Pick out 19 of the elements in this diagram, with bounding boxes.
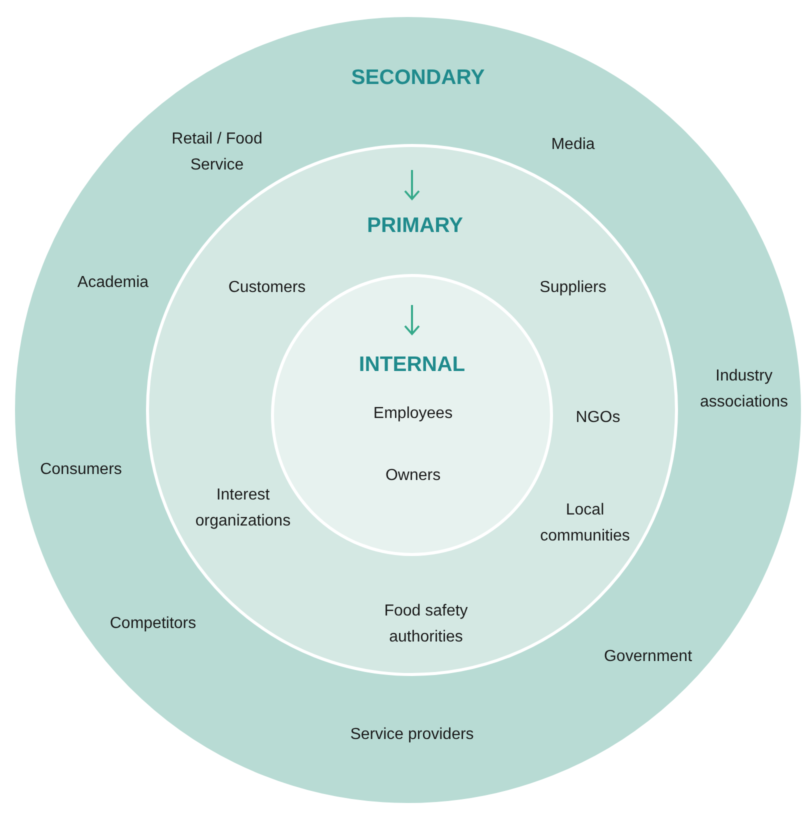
stakeholder-label: Customers bbox=[228, 278, 306, 298]
stakeholder-label: Academia bbox=[77, 273, 149, 294]
stakeholder-label: Service providers bbox=[350, 725, 474, 746]
stakeholder-label: Suppliers bbox=[540, 278, 606, 298]
ring-heading: PRIMARY bbox=[366, 213, 464, 240]
stakeholder-label: Competitors bbox=[110, 614, 196, 634]
stakeholder-label: Retail / Food Service bbox=[170, 129, 264, 175]
stakeholder-label: Media bbox=[551, 135, 595, 156]
stakeholder-label: Consumers bbox=[40, 460, 122, 480]
stakeholder-label: NGOs bbox=[576, 408, 620, 428]
stakeholder-label: Employees bbox=[373, 404, 453, 424]
stakeholder-label: Local communities bbox=[539, 500, 631, 546]
ring-heading: INTERNAL bbox=[358, 352, 466, 378]
ring-heading: SECONDARY bbox=[351, 65, 485, 92]
stakeholder-label: Food safety authorities bbox=[383, 601, 469, 647]
stakeholder-label: Interest organizations bbox=[194, 485, 292, 531]
stakeholder-label: Industry associations bbox=[698, 366, 790, 412]
stakeholder-label: Government bbox=[604, 647, 692, 668]
stakeholder-label: Owners bbox=[385, 466, 441, 486]
